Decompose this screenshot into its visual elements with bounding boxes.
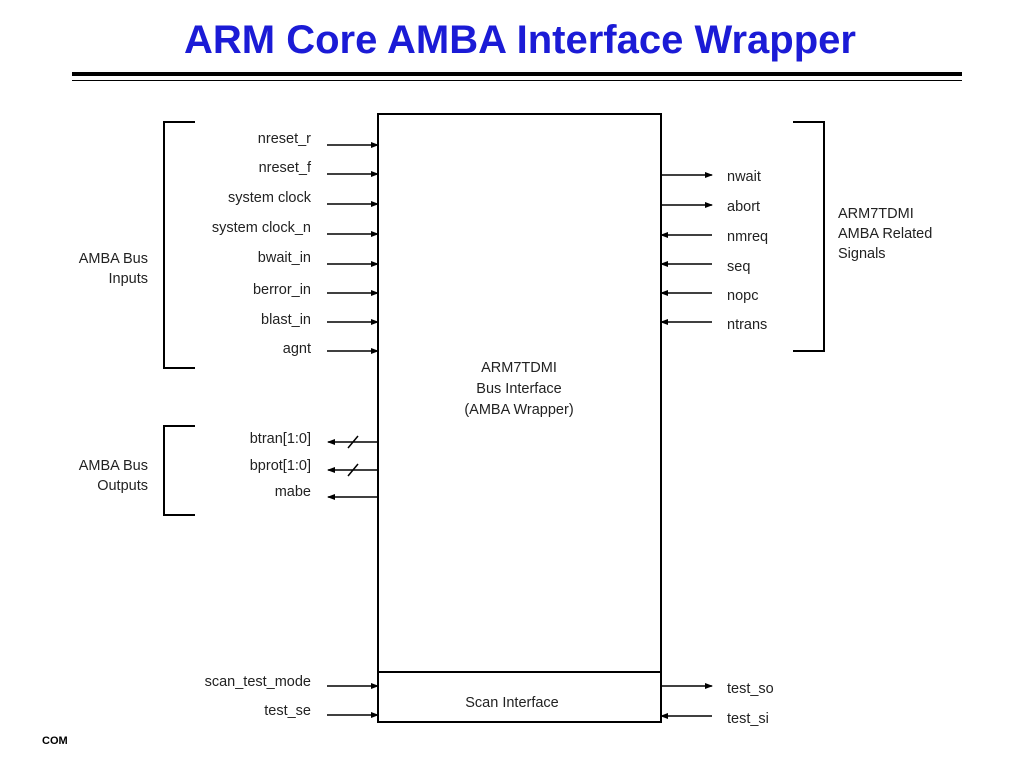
output-label: mabe [275, 484, 311, 500]
related-group-label-3: Signals [838, 246, 886, 262]
outputs-group-label-2: Outputs [97, 478, 148, 494]
inputs-group-label-1: AMBA Bus [79, 251, 148, 267]
scan-interface-block [377, 671, 662, 723]
input-label: system clock_n [212, 220, 311, 236]
right-signal-label: abort [727, 199, 760, 215]
right-signal-label: nopc [727, 288, 758, 304]
input-label: nreset_f [259, 160, 312, 176]
output-label: btran[1:0] [250, 431, 311, 447]
main-block-line-1: ARM7TDMI [481, 360, 557, 376]
input-label: berror_in [253, 282, 311, 298]
right-signal-label: nmreq [727, 229, 768, 245]
input-label: system clock [228, 190, 312, 206]
related-signals-bracket [793, 121, 825, 352]
bus-slash [347, 463, 359, 477]
input-label: blast_in [261, 312, 311, 328]
scan-right-label: test_so [727, 681, 774, 697]
main-block-line-3: (AMBA Wrapper) [464, 402, 573, 418]
input-label: agnt [283, 341, 311, 357]
scan-interface-label: Scan Interface [465, 695, 559, 711]
related-group-label-1: ARM7TDMI [838, 206, 914, 222]
input-label: nreset_r [258, 131, 311, 147]
input-signals: nreset_r nreset_f system clock system cl… [212, 131, 379, 357]
outputs-group-label-1: AMBA Bus [79, 458, 148, 474]
title-underline-thick [72, 72, 962, 76]
bus-slash [347, 435, 359, 449]
outputs-bracket [163, 425, 195, 516]
scan-input-label: scan_test_mode [205, 674, 311, 690]
right-signal-label: seq [727, 259, 750, 275]
related-group-label-2: AMBA Related [838, 226, 932, 242]
scan-signals: scan_test_mode test_se test_so test_si [205, 674, 774, 727]
right-signal-label: nwait [727, 169, 761, 185]
output-label: bprot[1:0] [250, 458, 311, 474]
scan-right-label: test_si [727, 711, 769, 727]
right-signals: nwait abort nmreq seq nopc ntrans [660, 169, 768, 333]
footer-text: COM [42, 735, 68, 747]
main-block-line-2: Bus Interface [476, 381, 561, 397]
output-signals: btran[1:0] bprot[1:0] mabe [250, 431, 378, 500]
input-label: bwait_in [258, 250, 311, 266]
title-underline-thin [72, 80, 962, 81]
inputs-bracket [163, 121, 195, 369]
inputs-group-label-2: Inputs [109, 271, 149, 287]
slide-title: ARM Core AMBA Interface Wrapper [184, 18, 856, 62]
scan-input-label: test_se [264, 703, 311, 719]
right-signal-label: ntrans [727, 317, 767, 333]
